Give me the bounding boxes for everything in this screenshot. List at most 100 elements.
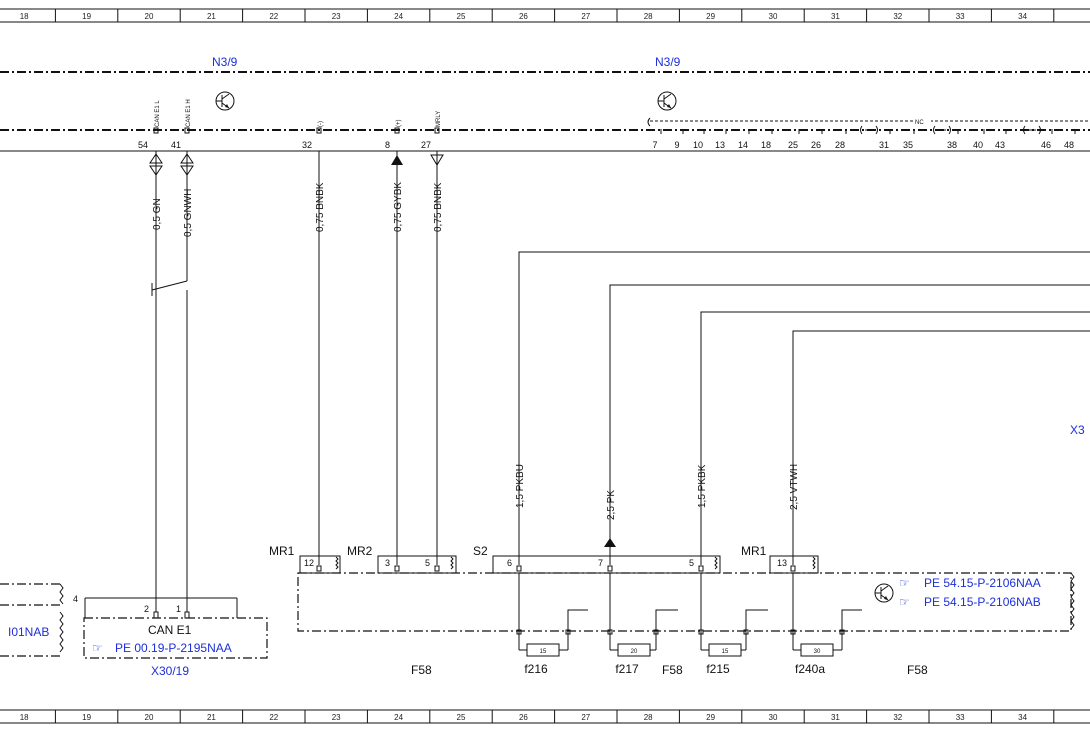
pin-number: 43: [995, 140, 1005, 150]
ruler-label: 27: [581, 12, 590, 21]
ruler-label: 28: [644, 12, 653, 21]
bridge-symbol: [860, 125, 878, 135]
ruler-label: 30: [769, 713, 778, 722]
transistor-icon: [874, 583, 894, 603]
fuse-rating: 15: [540, 649, 547, 655]
pin-number: 35: [903, 140, 913, 150]
transistor-icon: [657, 91, 677, 111]
reference-link[interactable]: PE 00.19-P-2195NAA: [115, 641, 232, 655]
fuse-contact: [839, 629, 845, 635]
module-label-left[interactable]: N3/9: [212, 55, 238, 69]
ruler-label: 31: [831, 713, 840, 722]
pin-number: 27: [421, 140, 431, 150]
pin-number: 38: [947, 140, 957, 150]
fuse-contact: [653, 629, 659, 635]
wire-label: 2,5 VTWH: [789, 464, 800, 510]
fuse-rating: 20: [631, 649, 638, 655]
ruler-label: 18: [20, 713, 29, 722]
bridge-symbol: [933, 125, 951, 135]
pin-number: 7: [652, 140, 657, 150]
ruler-label: 31: [831, 12, 840, 21]
fuse-rating: 15: [722, 649, 729, 655]
wire-label: 0,75 GYBK: [393, 182, 404, 232]
f58-module: [297, 555, 1075, 650]
fuse-name: f215: [706, 662, 730, 676]
ruler-label: 26: [519, 713, 528, 722]
pin-label-plus: (+): [396, 119, 402, 127]
pin-number: 28: [835, 140, 845, 150]
ruler-label: 25: [457, 12, 466, 21]
pin-number: 8: [385, 140, 390, 150]
pin-number: 5: [425, 558, 430, 568]
pin-number: 13: [777, 558, 787, 568]
hand-pointer-icon: ☞: [92, 641, 103, 655]
ruler-label: 23: [332, 12, 341, 21]
ruler-label: 19: [82, 12, 91, 21]
ruler-label: 27: [581, 713, 590, 722]
ruler-label: 20: [145, 12, 154, 21]
ruler-label: 21: [207, 12, 216, 21]
wire-label: 2,5 PK: [606, 490, 617, 520]
ruler-label: 20: [145, 713, 154, 722]
ruler-label: 34: [1018, 713, 1027, 722]
hand-pointer-icon: ☞: [899, 595, 910, 609]
ruler-label: 32: [893, 713, 902, 722]
ruler-label: 21: [207, 713, 216, 722]
fuse-contact: [790, 629, 796, 635]
pin-number: 9: [674, 140, 679, 150]
ruler-label: 26: [519, 12, 528, 21]
pin-number: 3: [385, 558, 390, 568]
pin-number: 54: [138, 140, 148, 150]
fuse-rating: 30: [814, 649, 821, 655]
module-label-right[interactable]: N3/9: [655, 55, 681, 69]
pin-number: 41: [171, 140, 181, 150]
ruler-label: 30: [769, 12, 778, 21]
pin-number: 12: [304, 558, 314, 568]
partial-ref-left[interactable]: I01NAB: [8, 625, 49, 639]
can-bus-wires: [149, 151, 194, 612]
fuse-contact: [743, 629, 749, 635]
ruler-label: 28: [644, 713, 653, 722]
pin-number: 46: [1041, 140, 1051, 150]
pin-number: 1: [176, 604, 181, 614]
pin-number: 7: [598, 558, 603, 568]
fuse-name: f217: [615, 662, 639, 676]
signal-wires: [318, 151, 444, 565]
power-wires: [518, 251, 1090, 565]
connector-label[interactable]: X30/19: [151, 664, 189, 678]
ruler-label: 24: [394, 12, 403, 21]
ruler-label: 33: [956, 12, 965, 21]
reference-link[interactable]: PE 54.15-P-2106NAB: [924, 595, 1041, 609]
relay-label: MR1: [269, 544, 295, 558]
pin-number: 10: [693, 140, 703, 150]
pin-number: 4: [73, 594, 78, 604]
wire-label: 0,5 GNWH: [183, 189, 194, 237]
ruler-label: 18: [20, 12, 29, 21]
reference-link[interactable]: PE 54.15-P-2106NAA: [924, 576, 1041, 590]
fuse-contact: [516, 629, 522, 635]
ruler-label: 29: [706, 12, 715, 21]
x30-19-connector: [83, 597, 268, 659]
pin-number: 40: [973, 140, 983, 150]
module-label-f58: F58: [907, 663, 928, 677]
pin-label-can-h: CAN E1 H: [186, 99, 192, 127]
pin-number: 13: [715, 140, 725, 150]
pin-number: 48: [1064, 140, 1074, 150]
partial-label-x3[interactable]: X3: [1070, 423, 1085, 437]
ruler-label: 25: [457, 713, 466, 722]
pin-number: 26: [811, 140, 821, 150]
top-pin-contacts: [153, 127, 440, 134]
fuse-contact: [607, 629, 613, 635]
wire-label: 0,5 GN: [152, 198, 163, 230]
ruler-label: 32: [893, 12, 902, 21]
connector-name: CAN E1: [148, 623, 192, 637]
fuse-name: f216: [524, 662, 548, 676]
relay-label: MR2: [347, 544, 373, 558]
ruler-label: 29: [706, 713, 715, 722]
ruler-label: 22: [269, 12, 278, 21]
module-label-f58: F58: [662, 663, 683, 677]
wire-label: 1,5 PKBU: [515, 464, 526, 508]
